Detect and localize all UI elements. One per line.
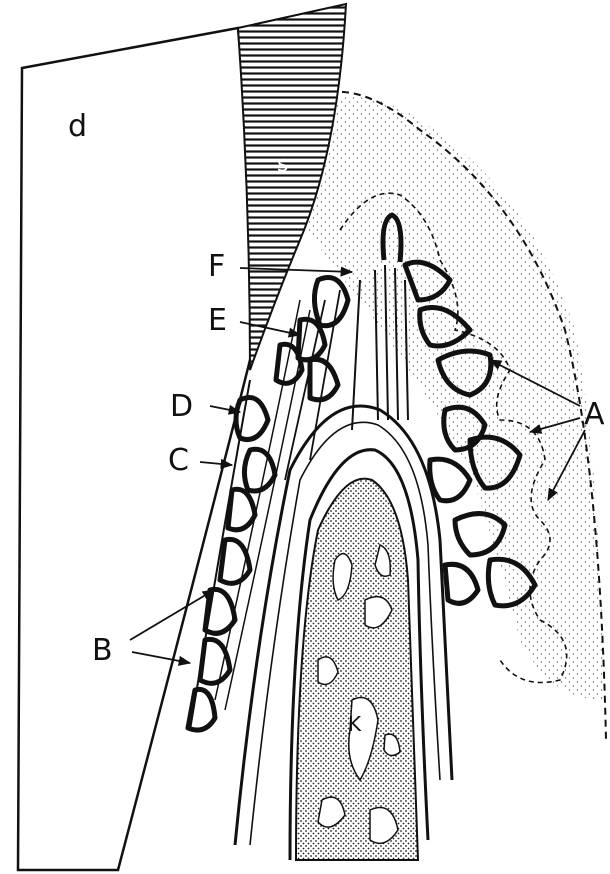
label-d: d <box>68 112 87 142</box>
label-s: s <box>277 154 288 176</box>
region-d-block <box>18 28 255 870</box>
label-e: E <box>208 306 227 336</box>
label-k: K <box>348 714 361 734</box>
label-b: B <box>92 636 113 666</box>
region-k-core <box>296 479 418 860</box>
label-f: F <box>208 252 225 282</box>
label-a: A <box>584 400 605 430</box>
label-c: C <box>168 446 189 476</box>
label-d-arrow: D <box>170 392 193 422</box>
